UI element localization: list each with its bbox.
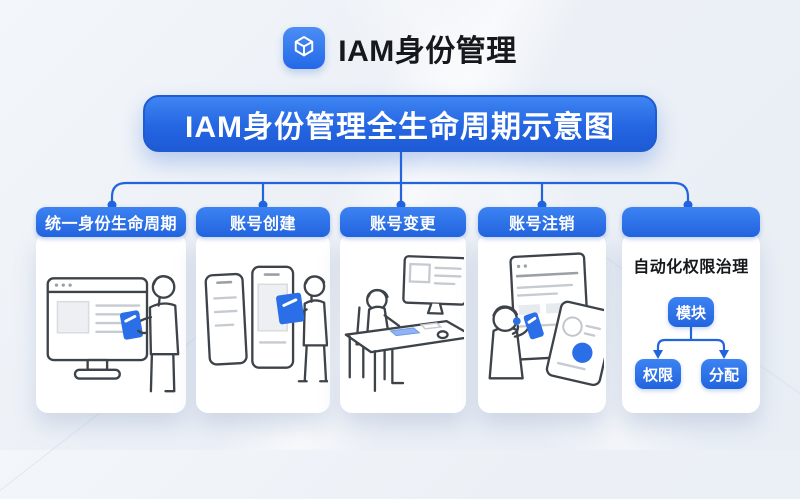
column-account-change: 账号变更 (340, 207, 466, 413)
app-header: IAM身份管理 (0, 26, 800, 70)
logo-badge (283, 27, 326, 69)
illustration-card (36, 233, 186, 413)
illustration-card (196, 233, 330, 413)
person-working-at-desk-illustration (342, 241, 464, 409)
flow-children: 权限 分配 (635, 359, 747, 389)
governance-title: 自动化权限治理 (633, 259, 749, 276)
column-header-pill: 账号变更 (340, 207, 466, 237)
column-account-creation: 账号创建 (196, 207, 330, 413)
flow-node-permission: 权限 (635, 359, 681, 389)
column-header-pill: 统一身份生命周期 (36, 207, 186, 237)
column-automated-permission-governance: 自动化权限治理 模块 权限 分配 (622, 207, 760, 413)
column-unified-identity-lifecycle: 统一身份生命周期 (36, 207, 186, 413)
diagram-title: IAM身份管理全生命周期示意图 (185, 110, 615, 144)
column-header-pill: 账号创建 (196, 207, 330, 237)
flow-node-allocation: 分配 (701, 359, 747, 389)
illustration-card (340, 233, 466, 413)
person-tapping-kiosk-panels-illustration (198, 241, 328, 409)
diagram-title-banner: IAM身份管理全生命周期示意图 (143, 95, 657, 152)
cube-icon (289, 31, 319, 66)
illustration-card (478, 233, 606, 413)
person-presenting-monitor-illustration (38, 241, 184, 409)
flow-arrows (653, 327, 729, 359)
column-header-pill: 账号注销 (478, 207, 606, 237)
person-with-headset-phone-tablet-illustration (480, 241, 604, 409)
governance-card: 自动化权限治理 模块 权限 分配 (622, 233, 760, 413)
flow-node-module: 模块 (668, 297, 714, 327)
page-title: IAM身份管理 (338, 35, 517, 68)
column-account-deregistration: 账号注销 (478, 207, 606, 413)
column-header-pill (622, 207, 760, 237)
